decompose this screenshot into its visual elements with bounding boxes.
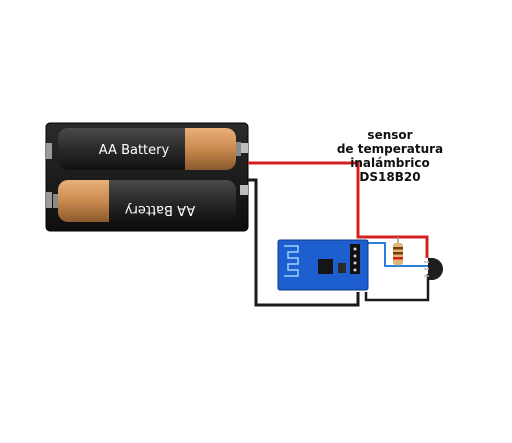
antenna-trace bbox=[284, 245, 299, 277]
caption-line-1: sensor bbox=[367, 128, 413, 142]
header-pins bbox=[350, 244, 360, 274]
battery-label-bottom: AA Battery bbox=[125, 202, 196, 217]
caption-line-2: de temperatura bbox=[336, 142, 444, 156]
spring-contact-top bbox=[46, 143, 52, 159]
spring-contact-bottom bbox=[46, 192, 52, 208]
resistor bbox=[393, 237, 403, 266]
red-wire bbox=[248, 161, 429, 258]
battery-label-top: AA Battery bbox=[99, 143, 170, 158]
chip bbox=[318, 259, 333, 274]
terminal-contact-top bbox=[240, 143, 248, 153]
caption-line-3: inalámbrico bbox=[350, 156, 430, 170]
blue-wire bbox=[355, 242, 429, 267]
positive-nub-bottom bbox=[53, 194, 58, 208]
battery-cell-top: AA Battery bbox=[58, 128, 241, 170]
ds18b20-sensor bbox=[424, 258, 443, 280]
black-wire bbox=[248, 178, 360, 307]
caption-line-4: DS18B20 bbox=[359, 170, 421, 184]
positive-nub-top bbox=[236, 142, 241, 156]
sensor-caption: sensor de temperatura inalámbrico DS18B2… bbox=[330, 128, 450, 184]
esp-module bbox=[277, 239, 369, 291]
battery-cell-bottom: AA Battery bbox=[53, 180, 236, 222]
terminal-contact-bottom bbox=[240, 185, 248, 195]
black-wire-sensor bbox=[364, 274, 430, 302]
